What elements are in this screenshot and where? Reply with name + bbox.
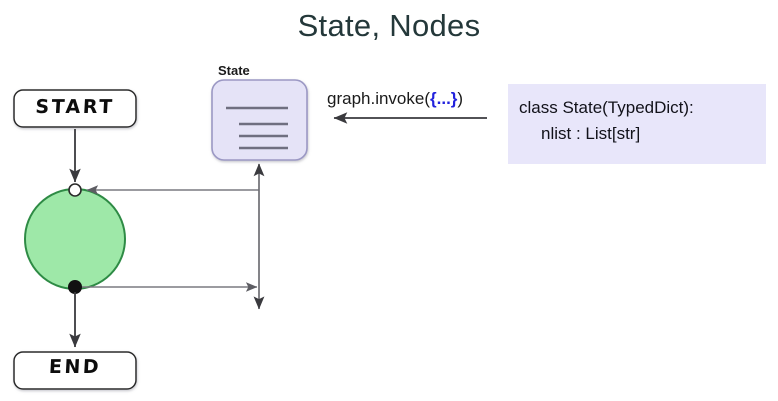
end-box-shape [13, 351, 137, 390]
code-line: nlist : List[str] [541, 124, 641, 143]
invoke-annotation: graph.invoke({...}) [327, 89, 463, 109]
node-process[interactable] [24, 188, 126, 290]
end-label: END [48, 356, 102, 378]
page-title: State, Nodes [297, 8, 481, 43]
invoke-braces: {...} [430, 89, 458, 108]
state-caption: State [218, 63, 250, 78]
start-box-shape [13, 89, 137, 128]
process-input-port-icon [68, 183, 82, 197]
invoke-suffix: ) [457, 89, 464, 108]
code-block: class State(TypedDict): nlist : List[str… [508, 84, 766, 164]
start-label: START [34, 96, 116, 118]
node-end[interactable] [13, 351, 137, 390]
node-start[interactable] [13, 89, 137, 128]
code-line: class State(TypedDict): [519, 98, 694, 117]
node-state[interactable] [211, 79, 308, 161]
process-circle-shape [24, 188, 126, 290]
process-output-port-icon [68, 280, 82, 294]
state-box-shape [211, 79, 308, 161]
invoke-prefix: graph.invoke( [327, 89, 431, 108]
